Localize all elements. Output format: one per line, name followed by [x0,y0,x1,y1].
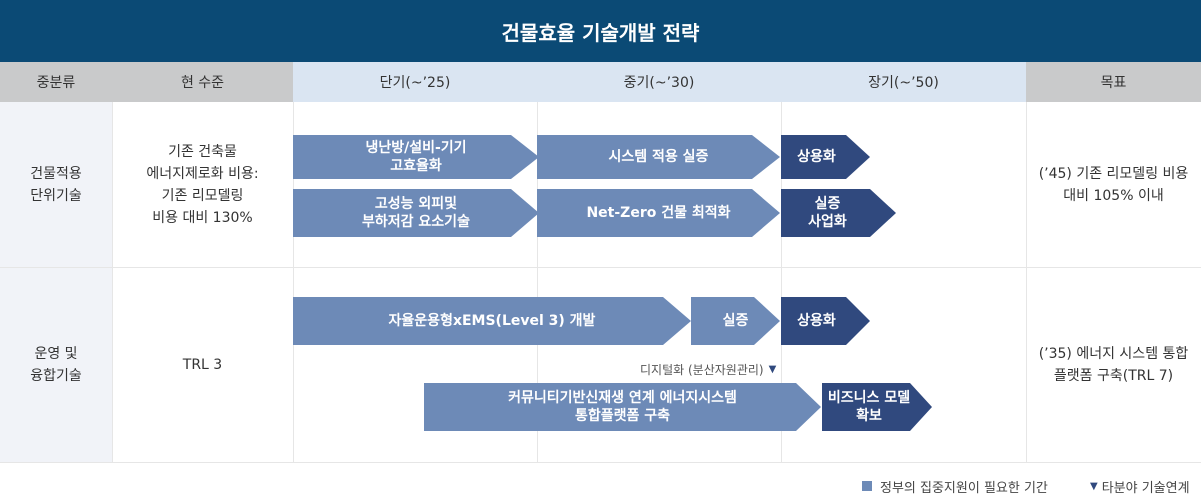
grid-line [537,102,538,462]
legend-linkage-text: 타분야 기술연계 [1101,480,1190,496]
header-current: 현 수준 [112,62,293,102]
row2-goal: (’35) 에너지 시스템 통합 플랫폼 구축(TRL 7) [1038,345,1189,384]
bar-commercialization-2: 상용화 [781,297,870,345]
row-divider [0,267,1201,268]
header-short-term: 단기(~’25) [293,62,537,102]
header-goal: 목표 [1026,62,1201,102]
bar-hvac-efficiency: 냉난방/설비-기기 고효율화 [293,135,539,179]
bar-system-demo: 시스템 적용 실증 [537,135,780,179]
grid-line [1026,102,1027,462]
row1-goal: (’45) 기존 리모델링 비용 대비 105% 이내 [1038,165,1189,204]
header-category: 중분류 [0,62,112,102]
digitalization-note: 디지털화 (분산자원관리) ▼ [640,360,776,378]
square-icon [862,481,872,491]
bar-envelope-tech: 고성능 외피및 부하저감 요소기술 [293,189,539,237]
bar-net-zero-optimization: Net-Zero 건물 최적화 [537,189,780,237]
category-column-bg [0,102,112,462]
grid-line [293,102,294,462]
bar-community-platform: 커뮤니티기반신재생 연계 에너지시스템 통합플랫폼 구축 [424,383,821,431]
legend-linkage: ▼ 타분야 기술연계 [1090,477,1190,496]
legend-gov-support-text: 정부의 집중지원이 필요한 기간 [880,480,1048,496]
row1-category: 건물적용 단위기술 [30,165,82,204]
bar-demo-business: 실증 사업화 [781,189,896,237]
table-bottom-line [0,462,1201,463]
bar-business-model: 비즈니스 모델 확보 [822,383,932,431]
row1-current-level: 기존 건축물 에너지제로화 비용: 기존 리모델링 비용 대비 130% [146,143,259,226]
bar-demo: 실증 [691,297,780,345]
grid-line [781,102,782,462]
diagram-title: 건물효율 기술개발 전략 [0,0,1201,62]
legend-gov-support: 정부의 집중지원이 필요한 기간 [862,477,1048,496]
triangle-down-icon: ▼ [1090,480,1098,492]
header-long-term: 장기(~’50) [781,62,1026,102]
bar-xems-development: 자율운용형xEMS(Level 3) 개발 [293,297,691,345]
bar-commercialization: 상용화 [781,135,870,179]
row2-category: 운영 및 융합기술 [30,345,82,384]
triangle-down-icon: ▼ [768,363,777,375]
digitalization-note-text: 디지털화 (분산자원관리) [640,362,764,377]
row2-current-level: TRL 3 [182,356,223,373]
grid-line [112,102,113,462]
header-mid-term: 중기(~’30) [537,62,781,102]
